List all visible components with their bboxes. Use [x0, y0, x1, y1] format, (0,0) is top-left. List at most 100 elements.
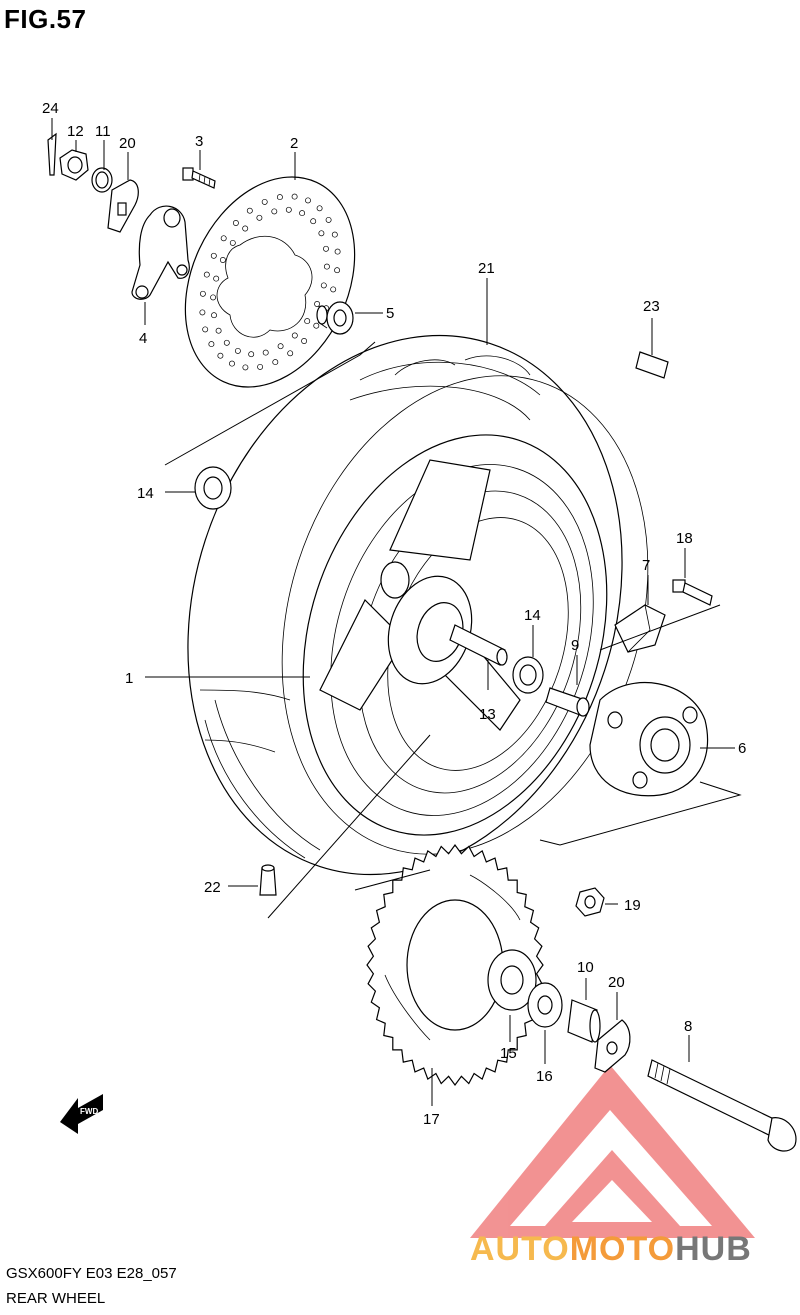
disc-hole: [219, 257, 226, 263]
disc-hole: [304, 318, 311, 325]
air-valve: [259, 864, 277, 896]
castle-nut: [59, 149, 89, 181]
callout-5: 5: [386, 305, 394, 322]
callout-17: 17: [423, 1111, 440, 1128]
disc-hole: [330, 286, 337, 293]
callout-21: 21: [478, 260, 495, 277]
disc-hole: [285, 206, 292, 213]
disc-hole: [320, 282, 327, 289]
disc-hole: [203, 271, 210, 278]
disc-hole: [217, 352, 224, 359]
disc-hole: [301, 338, 308, 344]
disc-hole: [220, 235, 227, 242]
leader-lines: [51, 118, 742, 1106]
disc-hole: [246, 207, 253, 214]
disc-hole: [323, 263, 330, 270]
disc-hole: [199, 309, 206, 316]
disc-hole: [277, 343, 284, 350]
collar: [316, 301, 354, 335]
callout-14-right: 14: [524, 607, 541, 624]
valve-clip: [635, 351, 669, 379]
callout-6: 6: [738, 740, 746, 757]
disc-hole: [232, 220, 239, 226]
disc-hole: [242, 364, 249, 371]
callout-23: 23: [643, 298, 660, 315]
disc-hole: [310, 218, 317, 225]
callout-1: 1: [125, 670, 133, 687]
caliper-bracket: [131, 205, 190, 300]
sprocket-carrier: [589, 681, 709, 797]
callout-16: 16: [536, 1068, 553, 1085]
disc-hole: [276, 194, 283, 201]
forward-direction-badge: FWD: [60, 1094, 103, 1134]
disc-hole: [331, 231, 338, 238]
wheel-bearing-left: [194, 466, 232, 510]
disc-hole: [313, 322, 320, 329]
disc-hole: [242, 225, 249, 232]
disc-hole: [334, 248, 341, 255]
disc-hole: [234, 347, 241, 354]
disc-hole: [248, 351, 255, 358]
disc-hole: [257, 363, 264, 370]
sprocket-nut: [575, 887, 605, 917]
disc-hole: [287, 350, 294, 357]
callout-15: 15: [500, 1045, 517, 1062]
disc-hole: [272, 359, 279, 366]
callout-2: 2: [290, 135, 298, 152]
disc-hole: [314, 301, 321, 307]
disc-hole: [334, 267, 341, 274]
brand-hub: HUB: [675, 1230, 752, 1268]
callout-9: 9: [571, 637, 579, 654]
watermark-brand: AUTOMOTOHUB: [470, 1230, 752, 1269]
callout-12: 12: [67, 123, 84, 140]
carrier-bolt: [672, 579, 713, 606]
disc-hole: [202, 326, 209, 333]
disc-hole: [291, 332, 298, 339]
callout-11: 11: [95, 123, 111, 140]
damper: [614, 604, 666, 653]
disc-hole: [256, 214, 263, 221]
callout-10: 10: [577, 959, 594, 976]
disc-hole: [229, 239, 236, 246]
disc-hole: [199, 290, 206, 297]
disc-hole: [210, 294, 217, 301]
callout-20-top: 20: [119, 135, 136, 152]
disc-hole: [325, 216, 332, 223]
callout-18: 18: [676, 530, 693, 547]
disc-hole: [229, 360, 235, 367]
stopper-plate: [107, 179, 139, 233]
disc-hole: [316, 205, 323, 212]
brand-moto: MOTO: [569, 1230, 676, 1268]
disc-hole: [299, 210, 306, 217]
callout-22: 22: [204, 879, 221, 896]
disc-hole: [305, 197, 311, 204]
callout-20-bottom: 20: [608, 974, 625, 991]
disc-hole: [261, 198, 268, 205]
figure-title: FIG.57: [4, 4, 87, 34]
disc-hole: [262, 349, 269, 356]
disc-bolt: [182, 167, 216, 189]
callout-13: 13: [479, 706, 496, 723]
callout-labels: 24 12 11 20 3 2 5 4 21 23 14 18 7 14 9 1…: [42, 100, 746, 1128]
disc-hole: [291, 193, 298, 200]
disc-hole: [215, 327, 222, 334]
disc-hole: [271, 208, 278, 215]
carrier-spacer: [567, 999, 601, 1043]
callout-4: 4: [139, 330, 147, 347]
callout-24: 24: [42, 100, 59, 117]
brand-auto: AUTO: [470, 1230, 570, 1268]
disc-hole: [318, 230, 325, 237]
watermark-logo: [470, 1065, 755, 1238]
callout-14-left: 14: [137, 485, 154, 502]
callout-19: 19: [624, 897, 641, 914]
disc-hole: [213, 275, 220, 282]
axle: [449, 624, 508, 666]
callout-3: 3: [195, 133, 203, 150]
disc-hole: [211, 312, 217, 319]
chain-adjuster-plate: [594, 1019, 631, 1073]
callout-8: 8: [684, 1018, 692, 1035]
model-code: GSX600FY E03 E28_057: [6, 1265, 177, 1282]
disc-hole: [210, 252, 217, 259]
callout-7: 7: [642, 557, 650, 574]
